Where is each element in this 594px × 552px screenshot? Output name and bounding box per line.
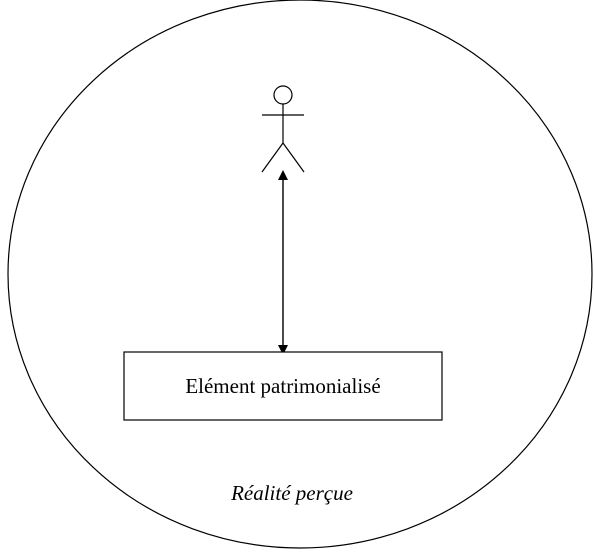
stick-figure-person-icon [261,85,305,173]
actor-left-leg [261,142,284,173]
heritage-element-box [123,351,443,421]
perceived-reality-ellipse [7,0,593,549]
actor-head [273,85,293,105]
actor-right-leg [282,142,305,173]
heritage-element-label: Elément patrimonialisé [185,374,380,398]
perceived-reality-label: Réalité perçue [230,481,353,505]
